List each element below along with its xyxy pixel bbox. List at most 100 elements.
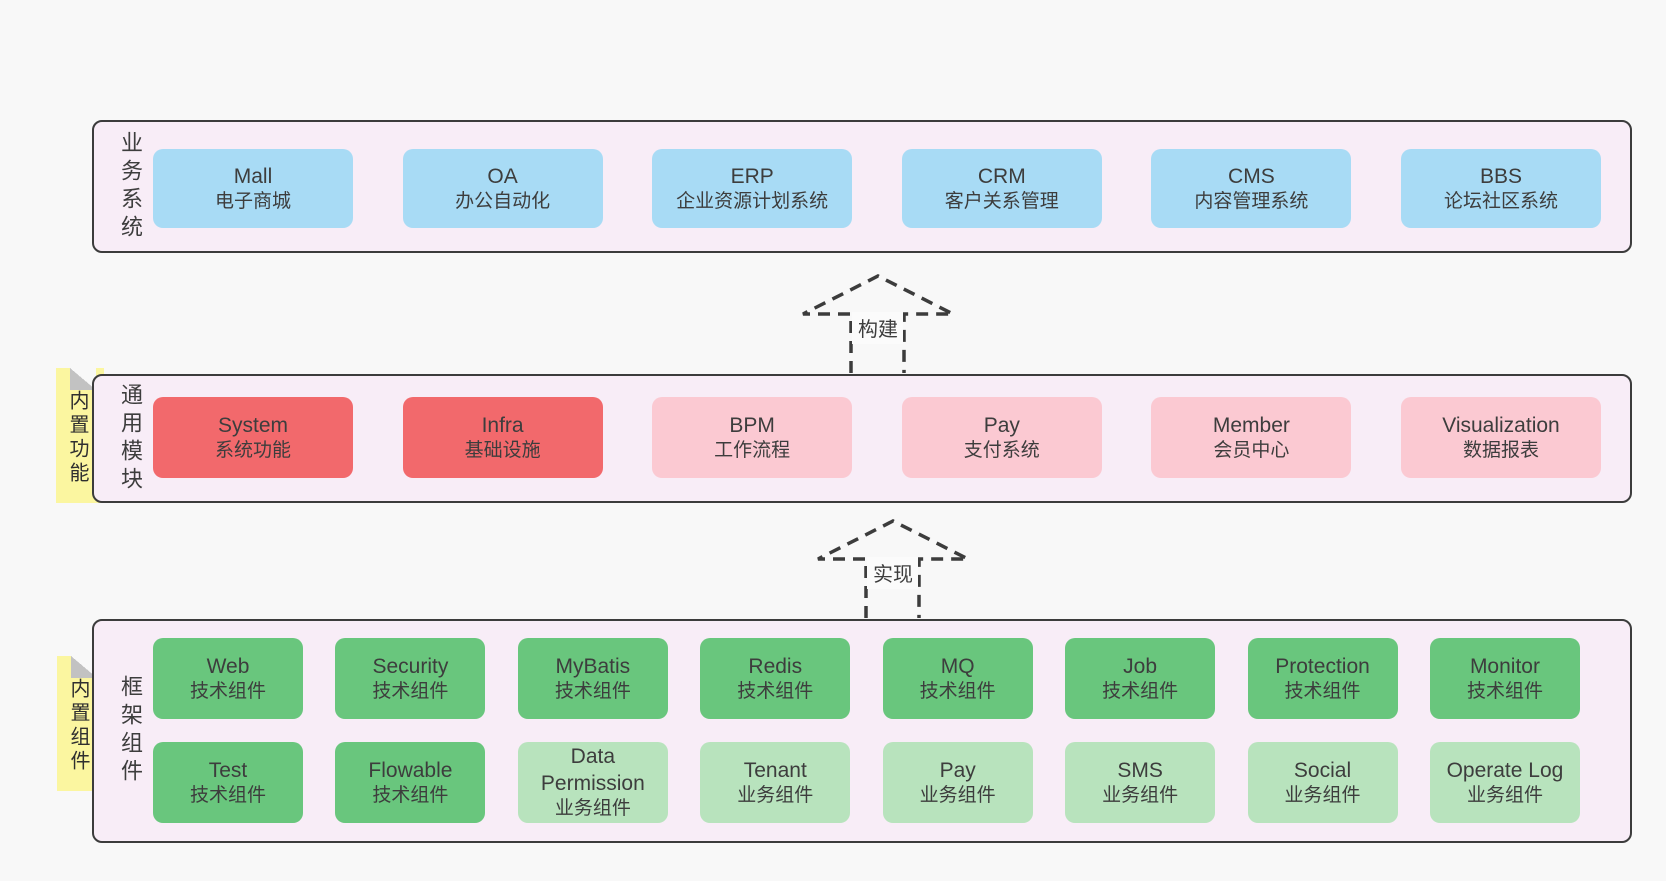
node-social: Social 业务组件 xyxy=(1247,742,1398,823)
node-name: ERP xyxy=(730,164,774,188)
node-name: Visualization xyxy=(1442,413,1560,437)
node-name: Social xyxy=(1293,758,1352,782)
node-name: Operate Log xyxy=(1446,758,1564,782)
node-desc: 技术组件 xyxy=(1284,680,1361,702)
node-pay-system: Pay 支付系统 xyxy=(901,397,1102,478)
node-desc: 业务组件 xyxy=(919,784,996,806)
node-name: Infra xyxy=(481,413,524,437)
node-name: MyBatis xyxy=(555,654,631,678)
node-name: CRM xyxy=(977,164,1026,188)
node-desc: 论坛社区系统 xyxy=(1443,190,1558,212)
node-desc: 技术组件 xyxy=(372,680,449,702)
node-desc: 技术组件 xyxy=(1466,680,1543,702)
node-mall: Mall 电子商城 xyxy=(153,149,353,228)
sticky-note-label: 内置功能 xyxy=(66,390,88,486)
node-bpm: BPM 工作流程 xyxy=(652,397,853,478)
node-desc: 业务组件 xyxy=(1466,784,1543,806)
node-desc: 技术组件 xyxy=(919,680,996,702)
node-desc: 业务组件 xyxy=(1102,784,1179,806)
node-name: Monitor xyxy=(1469,654,1540,678)
node-oa: OA 办公自动化 xyxy=(402,149,603,228)
node-desc: 业务组件 xyxy=(737,784,814,806)
node-desc: 业务组件 xyxy=(1284,784,1361,806)
node-sms: SMS 业务组件 xyxy=(1065,742,1216,823)
node-name: Flowable xyxy=(368,758,453,782)
arrow-build-label: 构建 xyxy=(858,318,898,341)
node-name: Protection xyxy=(1275,654,1370,678)
node-name: Web xyxy=(206,654,250,678)
node-desc: 企业资源计划系统 xyxy=(676,190,829,212)
node-desc: 电子商城 xyxy=(214,190,291,212)
node-name: BBS xyxy=(1479,164,1522,188)
node-desc: 基础设施 xyxy=(464,439,541,461)
node-name: SMS xyxy=(1117,758,1163,782)
panel-side-label: 框架组件 xyxy=(118,675,143,787)
arrow-up-build-icon: 构建 xyxy=(802,273,954,373)
node-desc: 技术组件 xyxy=(737,680,814,702)
node-desc: 支付系统 xyxy=(963,439,1040,461)
folded-corner-icon xyxy=(71,656,97,678)
modules-box-row: System 系统功能 Infra 基础设施 BPM 工作流程 Pay 支付系统… xyxy=(153,397,1601,478)
node-desc: 会员中心 xyxy=(1213,439,1290,461)
node-desc: 客户关系管理 xyxy=(944,190,1059,212)
node-desc: 业务组件 xyxy=(554,798,631,820)
node-desc: 技术组件 xyxy=(372,784,449,806)
node-data-permission: Data Permission 业务组件 xyxy=(517,742,668,823)
node-desc: 技术组件 xyxy=(554,680,631,702)
arrow-up-implement-icon: 实现 xyxy=(817,518,969,618)
node-name: BPM xyxy=(729,413,775,437)
node-desc: 系统功能 xyxy=(214,439,291,461)
node-flowable: Flowable 技术组件 xyxy=(335,742,486,823)
node-system: System 系统功能 xyxy=(153,397,353,478)
node-visualization: Visualization 数据报表 xyxy=(1400,397,1601,478)
framework-box-row-2: Test 技术组件 Flowable 技术组件 Data Permission … xyxy=(153,742,1580,823)
node-protection: Protection 技术组件 xyxy=(1247,638,1398,719)
node-erp: ERP 企业资源计划系统 xyxy=(652,149,853,228)
node-name: OA xyxy=(487,164,518,188)
node-name: Pay xyxy=(983,413,1020,437)
panel-framework-components: 框架组件 Web 技术组件 Security 技术组件 MyBatis 技术组件… xyxy=(92,619,1632,843)
node-name: Pay xyxy=(939,758,976,782)
node-test: Test 技术组件 xyxy=(153,742,303,823)
node-mybatis: MyBatis 技术组件 xyxy=(517,638,668,719)
node-monitor: Monitor 技术组件 xyxy=(1429,638,1580,719)
node-pay-component: Pay 业务组件 xyxy=(882,742,1033,823)
node-infra: Infra 基础设施 xyxy=(402,397,603,478)
node-job: Job 技术组件 xyxy=(1065,638,1216,719)
node-desc: 技术组件 xyxy=(1102,680,1179,702)
node-name: Member xyxy=(1212,413,1290,437)
node-redis: Redis 技术组件 xyxy=(700,638,851,719)
node-name: Security xyxy=(372,654,449,678)
node-tenant: Tenant 业务组件 xyxy=(700,742,851,823)
panel-business-systems: 业务系统 Mall 电子商城 OA 办公自动化 ERP 企业资源计划系统 CRM… xyxy=(92,120,1632,253)
node-name: MQ xyxy=(940,654,975,678)
node-desc: 办公自动化 xyxy=(455,190,551,212)
node-security: Security 技术组件 xyxy=(335,638,486,719)
node-mq: MQ 技术组件 xyxy=(882,638,1033,719)
node-name: Redis xyxy=(748,654,803,678)
node-desc: 工作流程 xyxy=(714,439,791,461)
node-name: Test xyxy=(208,758,248,782)
node-desc: 技术组件 xyxy=(189,784,266,806)
panel-side-label: 业务系统 xyxy=(118,130,143,243)
node-desc: 数据报表 xyxy=(1462,439,1539,461)
node-crm: CRM 客户关系管理 xyxy=(901,149,1102,228)
node-name: CMS xyxy=(1228,164,1275,188)
node-desc: 技术组件 xyxy=(189,680,266,702)
sticky-note-label: 内置组件 xyxy=(67,678,89,774)
arrow-implement-label: 实现 xyxy=(873,563,913,586)
node-web: Web 技术组件 xyxy=(153,638,303,719)
node-operate-log: Operate Log 业务组件 xyxy=(1429,742,1580,823)
folded-corner-icon xyxy=(70,368,96,390)
node-name: Mall xyxy=(233,164,273,188)
node-name: Data Permission xyxy=(540,744,645,796)
node-name: System xyxy=(217,413,288,437)
node-cms: CMS 内容管理系统 xyxy=(1151,149,1352,228)
panel-common-modules: 通用模块 System 系统功能 Infra 基础设施 BPM 工作流程 Pay… xyxy=(92,374,1632,503)
framework-box-row-1: Web 技术组件 Security 技术组件 MyBatis 技术组件 Redi… xyxy=(153,638,1580,719)
node-name: Job xyxy=(1123,654,1158,678)
panel-side-label: 通用模块 xyxy=(118,382,143,495)
node-member: Member 会员中心 xyxy=(1151,397,1352,478)
business-box-row: Mall 电子商城 OA 办公自动化 ERP 企业资源计划系统 CRM 客户关系… xyxy=(153,149,1601,228)
